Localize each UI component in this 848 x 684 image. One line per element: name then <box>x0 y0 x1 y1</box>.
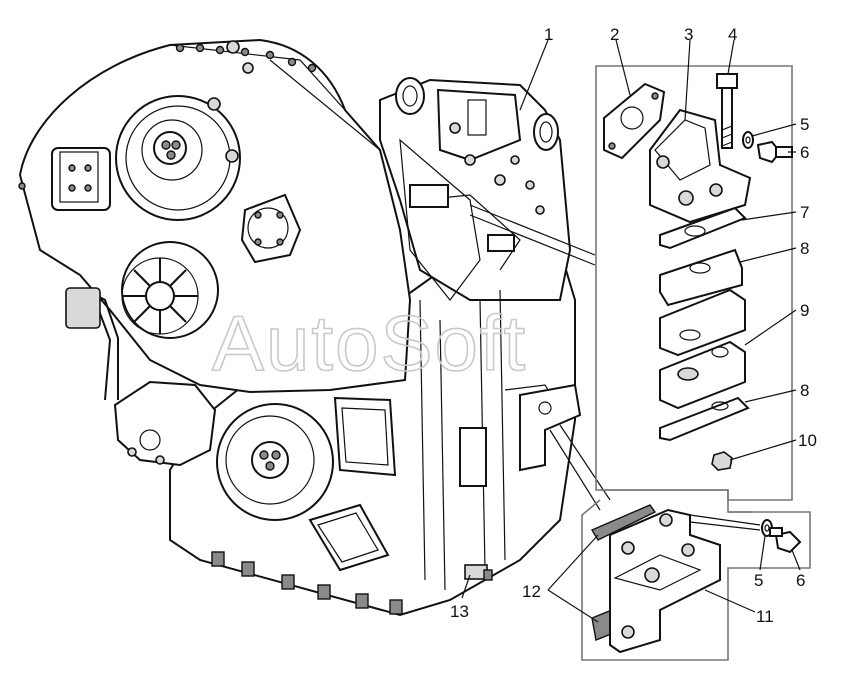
callout-5: 5 <box>800 115 809 134</box>
part-9-block <box>659 340 746 410</box>
callout-2: 2 <box>610 25 619 44</box>
callout-5b: 5 <box>754 571 763 590</box>
part-6-bolt <box>756 140 793 164</box>
upper-mount-explosion <box>595 65 793 501</box>
callout-13: 13 <box>450 602 469 621</box>
drain-plug <box>464 564 493 581</box>
callout-8b: 8 <box>800 381 809 400</box>
part-8-pad-upper <box>659 248 743 307</box>
part-2-gasket <box>603 82 666 160</box>
main-round-flange <box>115 95 241 221</box>
vented-cover <box>121 241 219 339</box>
lower-mount-explosion <box>581 489 811 661</box>
callout-11: 11 <box>756 607 774 626</box>
lifting-eye <box>395 77 559 151</box>
callout-3: 3 <box>684 25 693 44</box>
bottom-studs <box>211 551 403 615</box>
watermark: AutoSoft <box>212 299 527 387</box>
callout-8: 8 <box>800 239 809 258</box>
part-7-pad <box>659 206 747 250</box>
left-flange <box>18 147 111 211</box>
starter-unit <box>113 380 217 467</box>
part-4-bolt <box>716 73 738 149</box>
part-6-bolt-lower <box>769 527 802 554</box>
part-11-bracket <box>609 508 721 654</box>
rear-mount-on-housing <box>519 383 582 472</box>
callout-labels: 1 2 3 4 5 6 7 8 9 8 10 12 13 5 6 11 <box>450 25 817 626</box>
callout-1: 1 <box>544 25 553 44</box>
cover-bolts <box>175 40 317 74</box>
part-10-nut <box>711 451 733 471</box>
callout-12: 12 <box>522 582 541 601</box>
leader-lines <box>461 39 801 623</box>
callout-7: 7 <box>800 203 809 222</box>
callout-9: 9 <box>800 301 809 320</box>
part-8-pad-lower <box>659 396 750 442</box>
callout-6b: 6 <box>796 571 805 590</box>
valve-block <box>436 88 545 215</box>
lower-round-cover <box>216 403 334 521</box>
callout-6: 6 <box>800 143 809 162</box>
access-covers <box>308 396 397 572</box>
rubber-block <box>659 288 746 357</box>
callout-10: 10 <box>798 431 817 450</box>
part-5-washer <box>742 131 754 149</box>
right-small-flange <box>240 193 302 264</box>
gearbox-housing <box>18 38 611 617</box>
part-3-bracket <box>649 108 752 224</box>
callout-4: 4 <box>728 25 737 44</box>
